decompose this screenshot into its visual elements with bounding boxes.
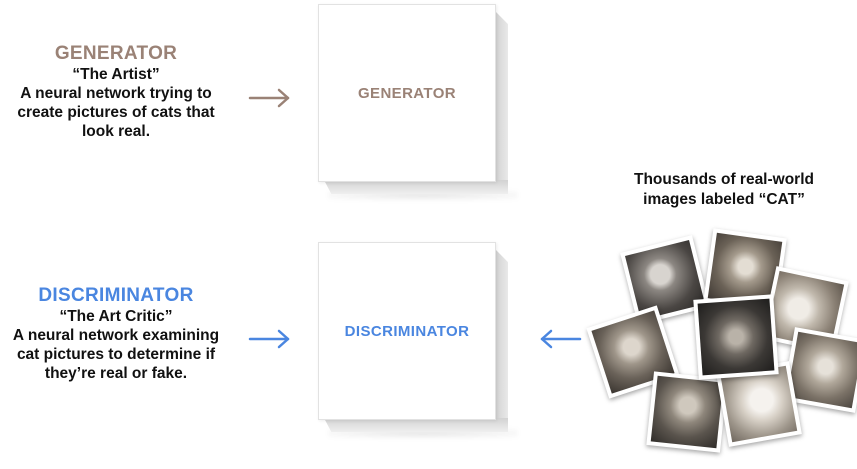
- discriminator-box: DISCRIMINATOR: [318, 242, 518, 438]
- generator-desc-line: create pictures of cats that: [17, 104, 215, 121]
- generator-desc-line: A neural network trying to: [20, 85, 212, 102]
- generator-description: GENERATOR “The Artist” A neural network …: [0, 43, 232, 141]
- discriminator-desc-line: they’re real or fake.: [44, 365, 188, 382]
- discriminator-title: DISCRIMINATOR: [38, 285, 194, 306]
- discriminator-input-arrow: [248, 329, 290, 349]
- dataset-caption: Thousands of real-world images labeled “…: [596, 170, 852, 210]
- generator-desc-line: look real.: [81, 123, 151, 140]
- generator-box: GENERATOR: [318, 4, 518, 200]
- cat-photo: [693, 294, 779, 380]
- discriminator-description: DISCRIMINATOR “The Art Critic” A neural …: [0, 285, 232, 383]
- generator-input-arrow: [248, 88, 290, 108]
- discriminator-desc-line: cat pictures to determine if: [16, 346, 216, 363]
- discriminator-box-label: DISCRIMINATOR: [344, 322, 470, 340]
- discriminator-nickname: “The Art Critic”: [59, 308, 173, 325]
- generator-title: GENERATOR: [54, 43, 178, 64]
- generator-box-label: GENERATOR: [357, 84, 457, 102]
- cat-photo: [646, 371, 728, 453]
- dataset-caption-line: Thousands of real-world: [634, 171, 814, 188]
- discriminator-desc-line: A neural network examining: [12, 327, 220, 344]
- dataset-caption-line: images labeled “CAT”: [643, 191, 805, 208]
- cat-photo-stack: [586, 225, 857, 469]
- generator-nickname: “The Artist”: [72, 66, 160, 83]
- real-images-arrow: [540, 329, 582, 349]
